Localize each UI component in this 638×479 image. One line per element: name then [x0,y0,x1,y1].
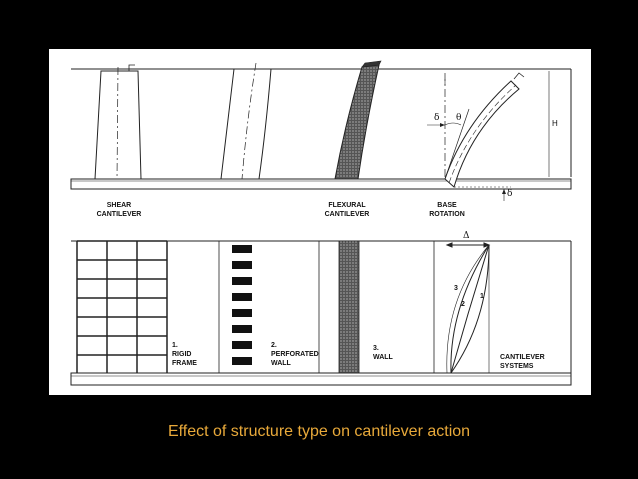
structural-figure: SHEAR CANTILEVER FLEXURAL CANTILEVER BAS… [49,49,591,395]
bent-cantilever-shape [220,62,272,180]
delta-symbol-bottom: δ [507,189,513,199]
flexural-cantilever-label: FLEXURAL CANTILEVER [324,202,370,218]
solid-wall [338,240,360,374]
rigid-frame-grid [76,240,168,373]
perforated-wall [232,245,252,365]
rigid-frame-label: 1. RIGID FRAME [172,342,197,367]
big-delta-symbol: Δ [463,231,470,241]
wall-label: 3. WALL [373,345,393,361]
delta-symbol-top: δ [434,113,440,123]
shear-cantilever-label: SHEAR CANTILEVER [96,202,142,218]
slide-caption: Effect of structure type on cantilever a… [167,423,471,440]
top-ground-base [70,178,572,190]
cantilever-systems-curves [445,242,491,374]
base-rotation-label: BASE ROTATION [429,202,465,218]
height-symbol: H [552,119,558,128]
figure-drawing [70,60,572,386]
theta-symbol: θ [456,113,462,123]
perforated-wall-label: 2. PERFORATED WALL [271,342,319,367]
curve-3-label: 3 [454,285,458,292]
curve-2-label: 2 [461,301,465,308]
curve-1-label: 1 [480,293,484,300]
base-rotation-shape [427,71,550,201]
cantilever-systems-label: CANTILEVER SYSTEMS [500,354,545,370]
bottom-ground-base [70,372,572,386]
flexural-cantilever-shape [334,60,382,180]
shear-cantilever-shape [94,64,142,180]
